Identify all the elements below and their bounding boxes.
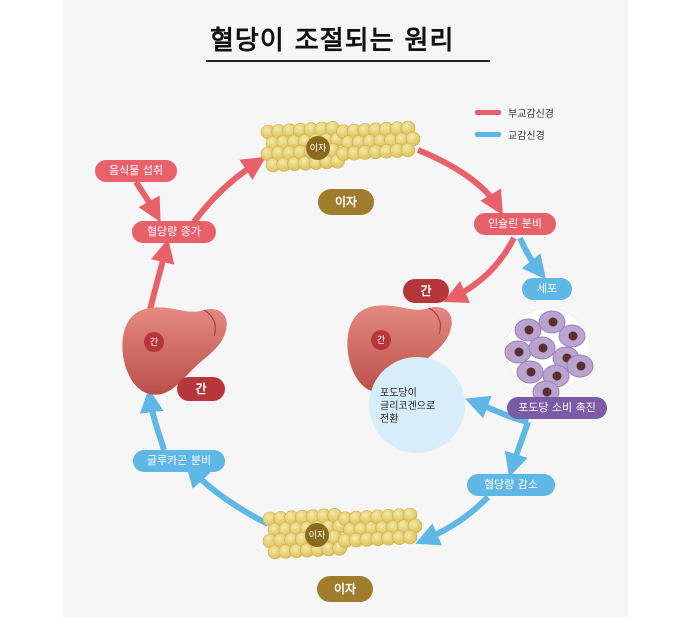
- title-underline: [206, 60, 490, 62]
- glycogen-bubble: [369, 357, 465, 453]
- liver-right-tag: 간: [377, 335, 385, 346]
- arrow-consumption-to-bubble: [465, 395, 529, 425]
- glucose-consumption-label: 포도당 소비 촉진: [507, 397, 607, 419]
- cell-nucleus-2: [568, 331, 578, 341]
- insulin-secretion-label: 인슐린 분비: [474, 213, 556, 235]
- pancreas-top-tag: 이자: [310, 143, 327, 154]
- pancreas-top-label: 이자: [318, 189, 374, 215]
- food-intake-label: 음식물 섭취: [95, 160, 177, 182]
- liver-right-illustration: 간: [347, 305, 452, 393]
- legend-label-sympathetic: 교감신경: [508, 131, 545, 142]
- arrow-insulin-to-cell: [517, 236, 546, 280]
- cell-nucleus-1: [548, 317, 558, 327]
- bubble-line-3: 전환: [380, 414, 399, 425]
- cell-nucleus-7: [552, 371, 562, 381]
- arrow-decrease-to-pancreas: [415, 494, 491, 546]
- arrow-insulin-to-liver: [443, 236, 517, 303]
- liver-left-tag: 간: [150, 337, 158, 348]
- bubble-line-1: 포도당이: [380, 388, 417, 399]
- liver-left-label: 간: [177, 377, 225, 401]
- arrow-liver-to-glucose: [147, 238, 175, 311]
- arrow-glucose-to-pancreas: [191, 156, 267, 224]
- cell-nucleus-9: [542, 387, 552, 397]
- pancreas-bottom-illustration: 이자: [262, 507, 423, 560]
- cell-nucleus-4: [538, 343, 548, 353]
- legend-swatch-parasympathetic: [475, 110, 501, 115]
- arrow-pancreas-to-glucagon: [185, 462, 270, 527]
- glycogen-conversion-text: 포도당이 글리코겐으로 전환: [380, 387, 470, 426]
- arrow-food-to-glucose: [133, 180, 161, 223]
- glucagon-secretion-label: 글루카곤 분비: [133, 450, 225, 472]
- cell-label: 세포: [522, 278, 572, 300]
- arrow-consumption-to-decrease: [504, 421, 531, 478]
- pancreas-top-illustration: 이자: [260, 120, 421, 173]
- glucose-decrease-label: 혈당량 감소: [467, 474, 555, 496]
- cell-cluster-illustration: [504, 307, 594, 404]
- bubble-line-2: 글리코겐으로: [380, 401, 436, 412]
- cell-nucleus-6: [526, 367, 536, 377]
- arrow-glucagon-to-liver: [139, 388, 167, 451]
- page-title: 혈당이 조절되는 원리: [210, 26, 455, 56]
- glucose-increase-label: 혈당량 증가: [132, 221, 216, 243]
- arrow-pancreas-to-insulin: [416, 147, 503, 216]
- pancreas-bottom-label: 이자: [317, 576, 373, 602]
- legend-label-parasympathetic: 부교감신경: [508, 109, 554, 120]
- legend-swatch-sympathetic: [475, 132, 501, 137]
- cell-nucleus-0: [524, 325, 534, 335]
- cell-nucleus-8: [576, 361, 586, 371]
- pancreas-bottom-tag: 이자: [309, 530, 326, 541]
- cell-nucleus-3: [514, 347, 524, 357]
- liver-left-illustration: 간: [122, 307, 227, 395]
- liver-right-label: 간: [403, 279, 449, 303]
